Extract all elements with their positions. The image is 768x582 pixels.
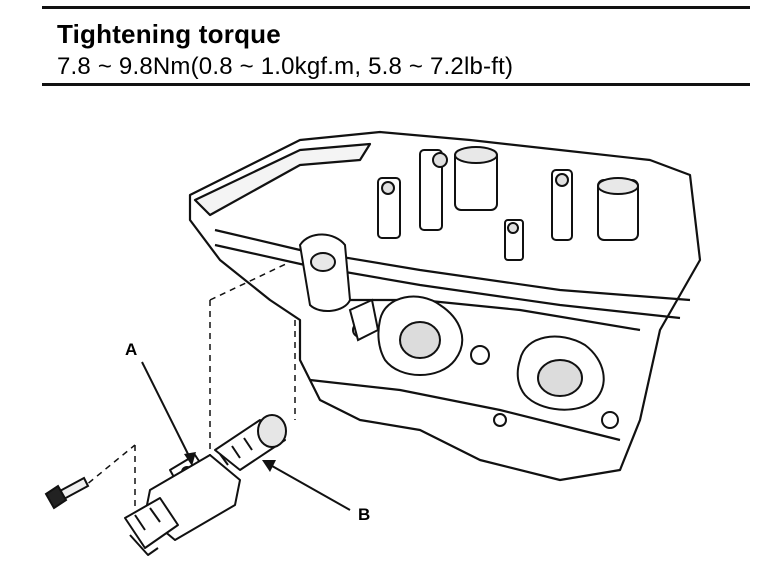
callout-leaders	[141, 361, 351, 511]
oil-control-valve	[124, 414, 287, 556]
installation-guide-lines	[79, 261, 296, 510]
torque-specification: 7.8 ~ 9.8Nm(0.8 ~ 1.0kgf.m, 5.8 ~ 7.2lb-…	[57, 53, 514, 80]
arrowhead-a	[184, 452, 196, 466]
cam-caps	[377, 146, 639, 261]
arrowhead-b	[262, 460, 276, 472]
valve-mounting-boss	[298, 233, 380, 342]
head-ports	[352, 295, 619, 429]
page-title: Tightening torque	[57, 19, 281, 49]
torque-spec-header: Tightening torque 7.8 ~ 9.8Nm(0.8 ~ 1.0k…	[42, 6, 750, 86]
leader-line-a	[141, 361, 193, 463]
callout-label-a: A	[125, 340, 137, 359]
mounting-bolt	[44, 476, 90, 510]
leader-line-b	[264, 461, 351, 511]
callout-label-b: B	[358, 505, 370, 524]
